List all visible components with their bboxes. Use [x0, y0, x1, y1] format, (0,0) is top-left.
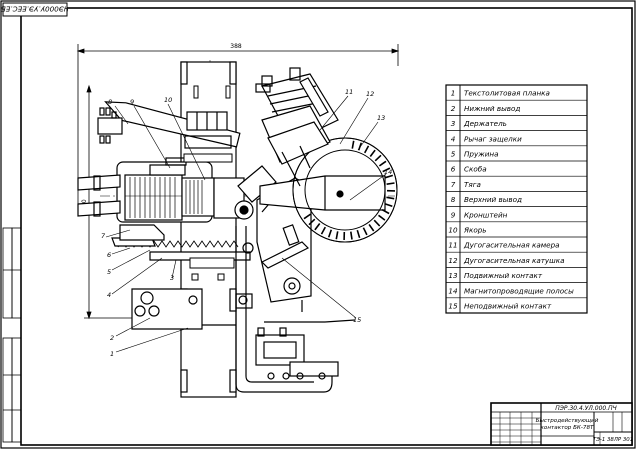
arc-chute: [255, 67, 339, 187]
legend-row-number: 5: [451, 150, 456, 159]
arc-disc: [292, 137, 398, 243]
callout-14: 14: [384, 168, 392, 176]
organisation-code: ТЭ-1 38ЛР 301: [593, 437, 633, 443]
disc-slot: [320, 226, 327, 235]
disc-slot: [356, 229, 361, 239]
drawing-title-line2: контактор БК-78Т: [541, 425, 594, 431]
legend-row-label: Дугогасительная катушка: [463, 256, 565, 265]
callout-12: 12: [366, 90, 374, 98]
legend-row-label: Магнитопроводящие полосы: [464, 286, 574, 295]
legend-row-label: Нижний вывод: [464, 104, 520, 113]
legend-row-number: 12: [448, 256, 458, 265]
legend-row-label: Якорь: [463, 226, 487, 235]
parts-legend: 1 Текстолитовая планка 2 Нижний вывод 3 Держа…: [445, 84, 588, 314]
legend-row-label: Неподвижный контакт: [464, 302, 552, 311]
legend-row-number: 13: [448, 271, 458, 280]
disc-slot: [369, 149, 376, 157]
arc-disc-slots: [303, 140, 396, 241]
legend-row-number: 15: [448, 302, 458, 311]
title-block: ПЭР.30.4.УЛ.000.ПЧ Быстродействующий кон…: [490, 402, 633, 446]
callout-7: 7: [101, 232, 106, 240]
legend-row-number: 3: [451, 119, 456, 128]
electromagnet: [77, 157, 215, 223]
legend-row-number: 4: [451, 134, 456, 143]
legend-row-number: 10: [448, 226, 458, 235]
upper-output: [97, 101, 241, 149]
legend-row-number: 11: [448, 241, 457, 250]
disc-slot: [362, 227, 368, 236]
callout-3: 3: [170, 274, 174, 282]
legend-frame: [445, 84, 588, 314]
legend-row-label: Держатель: [463, 119, 507, 128]
disc-slot: [357, 142, 363, 151]
callout-9: 9: [130, 98, 134, 106]
callout-numbers: 8 9 10 11 12 13 14 7 6 5 4 3 2 1 15: [101, 88, 392, 358]
disc-slot: [373, 219, 381, 227]
disc-slot: [378, 160, 387, 167]
disc-slot: [335, 231, 339, 240]
callout-8: 8: [108, 98, 112, 106]
armature: [213, 165, 277, 220]
moving-lever: [256, 177, 356, 323]
disc-slot: [384, 202, 393, 208]
callout-1: 1: [110, 350, 114, 358]
disc-slot: [374, 154, 382, 162]
legend-row-number: 6: [451, 165, 456, 174]
legend-row-label: Подвижный контакт: [464, 271, 543, 280]
disc-slot: [314, 223, 321, 231]
drawing-code: ПЭР.30.4.УЛ.000.ПЧ: [555, 405, 617, 412]
disc-slot: [327, 229, 333, 238]
callout-6: 6: [107, 251, 111, 259]
legend-row-number: 14: [448, 286, 458, 295]
legend-row-label: Верхний вывод: [464, 195, 522, 204]
disc-slot: [386, 182, 395, 185]
legend-row-label: Скоба: [464, 165, 487, 174]
callout-10: 10: [164, 96, 172, 104]
legend-row-label: Тяга: [464, 180, 481, 189]
disc-slot: [386, 196, 395, 200]
callout-15: 15: [353, 316, 361, 324]
magnetic-strips: [259, 175, 386, 211]
disc-slot: [382, 167, 391, 173]
disc-slot: [308, 218, 316, 226]
disc-slot: [368, 223, 375, 232]
legend-row-label: Дугогасительная камера: [463, 241, 560, 250]
callout-4: 4: [107, 291, 111, 299]
drawing-title-line1: Быстродействующий: [536, 418, 599, 424]
upper-terminal-bolts: [99, 107, 117, 144]
contactor-drawing: 388 190: [76, 43, 400, 398]
legend-row-number: 9: [451, 210, 456, 219]
legend-row-label: Текстолитовая планка: [464, 89, 550, 98]
legend-row-number: 2: [451, 104, 456, 113]
legend-row-label: Пружина: [464, 150, 498, 159]
legend-row-number: 7: [451, 180, 456, 189]
disc-slot: [378, 214, 386, 221]
disc-slot: [381, 208, 390, 215]
disc-slot: [303, 213, 312, 220]
left-margin-stamps: [2, 227, 22, 443]
holder-bracket: [235, 226, 339, 393]
disc-slot: [363, 145, 370, 154]
corner-code: ЧЭ000У.УЭ.ЕЕС.ЕЕ: [1, 5, 69, 14]
inner-frame: [20, 7, 633, 446]
legend-row-number: 1: [451, 89, 456, 98]
plate-slots: [183, 85, 235, 281]
disc-slot: [384, 174, 394, 179]
leader-lines: [105, 95, 387, 353]
callout-5: 5: [107, 268, 111, 276]
legend-row-number: 8: [451, 195, 456, 204]
legend-row-label: Кронштейн: [464, 210, 508, 219]
callout-11: 11: [345, 88, 353, 96]
disc-slot: [351, 140, 355, 149]
disc-slot: [350, 231, 353, 240]
legend-row-label: Рычаг защелки: [464, 134, 522, 143]
corner-stamp: ЧЭ000У.УЭ.ЕЕС.ЕЕ: [1, 2, 69, 17]
callout-13: 13: [377, 114, 385, 122]
overall-width-dim: 388: [230, 43, 242, 50]
callout-2: 2: [110, 334, 114, 342]
bottom-output: [131, 288, 253, 330]
